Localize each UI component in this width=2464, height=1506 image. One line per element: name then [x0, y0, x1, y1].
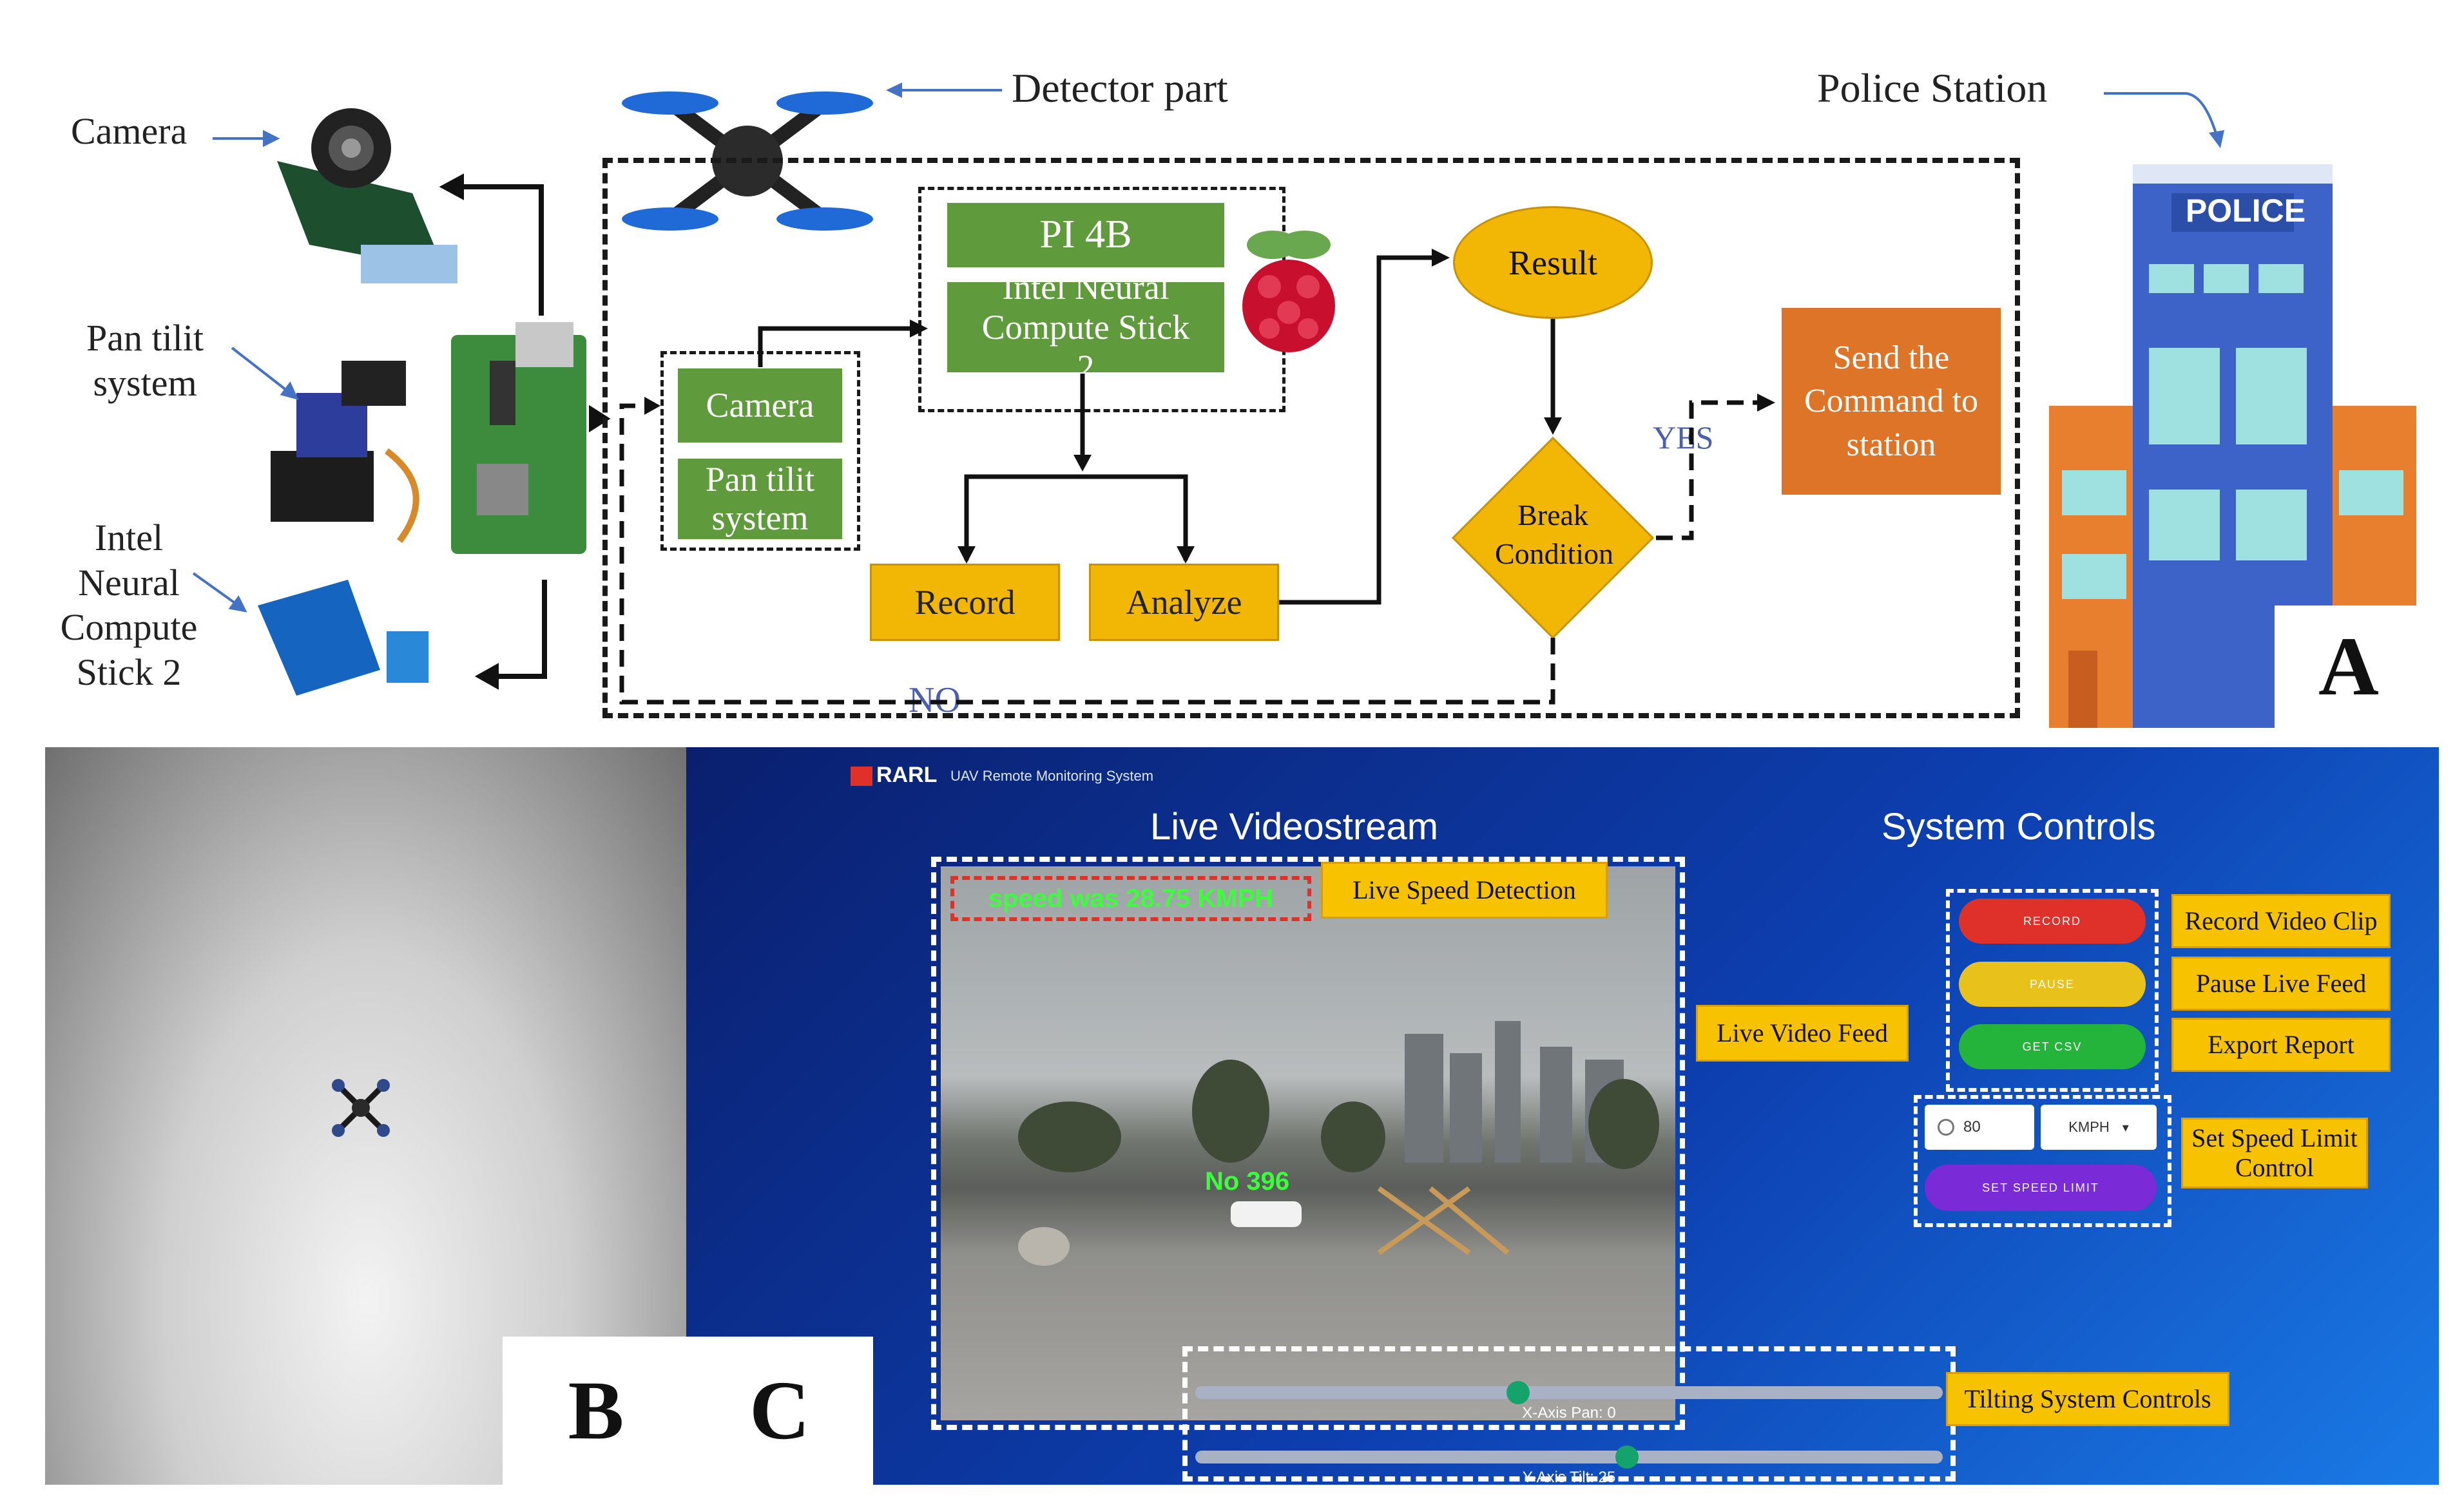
speed-overlay-box: speed was 28.75 KMPH: [950, 876, 1311, 921]
panel-c-letter: C: [686, 1337, 873, 1485]
x-slider-thumb[interactable]: [1506, 1381, 1530, 1404]
record-button[interactable]: RECORD: [1959, 899, 2146, 944]
system-controls-header: System Controls: [1882, 806, 2156, 848]
pan-tilt-icon: [271, 361, 419, 543]
get-csv-button[interactable]: GET CSV: [1959, 1024, 2146, 1069]
video-scene: [1018, 1021, 1659, 1266]
yes-label: YES: [1653, 419, 1714, 455]
police-arrow: [2104, 92, 2224, 148]
ann-export-report: Export Report: [2171, 1018, 2391, 1072]
hardware-illustrations: [192, 108, 611, 696]
panel-b-letter: B: [503, 1337, 689, 1485]
x-axis-label: X-Axis Pan: 0: [1522, 1404, 1616, 1422]
ann-live-speed-detection: Live Speed Detection: [1321, 862, 1608, 919]
camera-module-icon: [277, 108, 457, 283]
y-slider-track: [1195, 1451, 1943, 1463]
pan-tilt-box: Pan tilit system: [678, 459, 842, 539]
raspberry-pi-board-icon: [451, 322, 586, 554]
button-group-frame: [1946, 889, 2159, 1092]
detector-part-label: Detector part: [1012, 65, 1228, 111]
camera-label: Camera: [71, 110, 188, 152]
x-slider-track: [1195, 1386, 1943, 1399]
record-box: Record: [870, 564, 1060, 641]
y-axis-label: Y-Axis Tilt: 25: [1522, 1469, 1616, 1486]
board-arrows: [439, 173, 611, 690]
detector-frame: [602, 158, 2020, 718]
panel-a: Camera Pan tilit system Intel Neural Com…: [0, 0, 2464, 741]
y-slider-thumb[interactable]: [1615, 1445, 1639, 1469]
ann-pause-live-feed: Pause Live Feed: [2171, 957, 2391, 1011]
panel-a-letter: A: [2318, 620, 2379, 713]
live-videostream-header: Live Videostream: [1150, 806, 1439, 848]
chevron-down-icon: ▾: [2122, 1120, 2129, 1135]
live-video-feed[interactable]: No 396: [941, 866, 1675, 1420]
speed-unit-value: KMPH: [2068, 1119, 2110, 1135]
raspberry-pi-logo-icon: [1242, 231, 1335, 352]
detector-arrow: [886, 82, 1002, 98]
panel-b: B: [45, 747, 689, 1485]
intel-stick-label: Intel Neural Compute Stick 2: [60, 517, 198, 693]
y-axis-slider[interactable]: Y-Axis Tilt: 25: [1195, 1431, 1943, 1486]
flying-drone-icon: [332, 1079, 390, 1137]
speed-limit-value: 80: [1963, 1118, 1981, 1136]
set-speed-limit-button[interactable]: SET SPEED LIMIT: [1925, 1165, 2157, 1211]
flow-arrows: [619, 249, 1775, 705]
analyze-box: Analyze: [1089, 564, 1279, 641]
ann-set-speed-limit: Set Speed Limit Control: [2181, 1118, 2368, 1188]
panel-c: RARL UAV Remote Monitoring System Live V…: [686, 747, 2439, 1486]
pointer-arrows: [192, 129, 299, 613]
ann-live-video-feed: Live Video Feed: [1696, 1005, 1909, 1062]
vehicle-id-label: No 396: [1205, 1167, 1290, 1196]
pan-tilt-label: Pan tilit system: [86, 317, 204, 404]
break-condition-label: Break Condition: [1495, 499, 1614, 570]
pause-button[interactable]: PAUSE: [1959, 962, 2146, 1007]
pi-4b-box: PI 4B: [947, 203, 1224, 267]
intel-stick-icon: [258, 580, 428, 696]
x-axis-slider[interactable]: X-Axis Pan: 0: [1195, 1367, 1943, 1422]
police-sign-text: POLICE: [2185, 193, 2306, 229]
app-title: UAV Remote Monitoring System: [950, 768, 1154, 784]
speed-overlay-text: speed was 28.75 KMPH: [988, 884, 1274, 913]
result-node: Result: [1453, 206, 1653, 319]
ann-tilting-system-controls: Tilting System Controls: [1946, 1372, 2229, 1426]
camera-box: Camera: [678, 368, 842, 443]
speed-unit-select[interactable]: KMPH ▾: [2041, 1105, 2157, 1150]
speed-limit-input[interactable]: 80: [1925, 1105, 2034, 1150]
drone-icon: [622, 91, 873, 231]
result-label: Result: [1508, 243, 1597, 282]
police-building-icon: [2049, 164, 2423, 728]
brand-name: RARL: [876, 763, 938, 787]
video-frame: [931, 857, 1685, 1430]
speedometer-icon: [1938, 1119, 1954, 1136]
police-station-label: Police Station: [1817, 65, 2048, 111]
send-command-box: Send the Command to station: [1782, 308, 2001, 495]
speed-limit-frame: [1914, 1095, 2171, 1227]
brand-logo-icon: [851, 767, 872, 786]
send-command-label: Send the Command to station: [1804, 339, 1979, 463]
ann-record-video-clip: Record Video Clip: [2171, 894, 2391, 948]
